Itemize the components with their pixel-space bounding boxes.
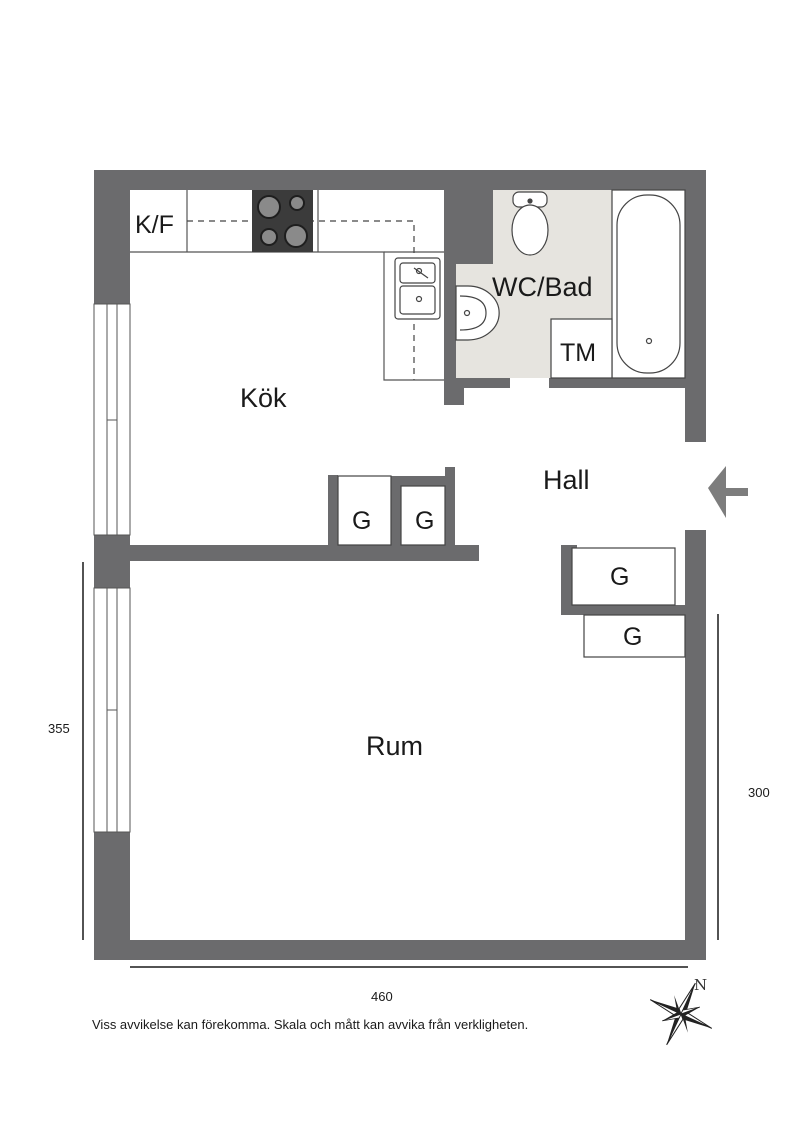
wall-top <box>94 170 706 190</box>
wall-kitchen-bath-lower <box>444 264 456 405</box>
label-closet-4: G <box>623 623 642 651</box>
wall-kitchen-room <box>130 545 479 561</box>
dim-label-bottom: 460 <box>371 989 393 1004</box>
wall-closet-mid <box>391 484 401 551</box>
wall-right-upper <box>685 170 706 442</box>
windows <box>93 303 131 833</box>
dim-label-right: 300 <box>748 785 770 800</box>
closet-2-box <box>400 485 446 546</box>
label-closet-1: G <box>352 507 371 535</box>
wall-kitchen-bath <box>444 190 493 264</box>
wall-hall-closet-bottom <box>561 605 685 615</box>
label-closet-2: G <box>415 507 434 535</box>
label-closet-3: G <box>610 563 629 591</box>
room-label-kitchen: Kök <box>240 383 287 413</box>
kitchen-sink <box>394 257 441 320</box>
entrance-arrow-icon <box>708 466 748 518</box>
wall-closet-left <box>328 475 338 551</box>
wall-bottom <box>94 940 706 960</box>
label-washing-machine: TM <box>560 339 596 367</box>
wall-bath-stub <box>455 388 464 405</box>
cooktop <box>252 190 313 252</box>
disclaimer-text: Viss avvikelse kan förekomma. Skala och … <box>92 1017 529 1032</box>
wall-bath-bottom-right <box>549 378 685 388</box>
fixture-boxes <box>337 318 686 658</box>
toilet <box>511 191 549 256</box>
wall-hall-closet-top <box>561 545 577 548</box>
room-label-room: Rum <box>366 731 423 761</box>
room-label-hall: Hall <box>543 465 590 495</box>
wall-right-lower <box>685 530 706 960</box>
washbasin <box>455 285 500 341</box>
wall-hall-closet-left <box>561 545 572 615</box>
closet-4-box <box>583 614 686 658</box>
closet-3-box <box>571 547 676 606</box>
washing-machine-box <box>550 318 613 379</box>
closet-1-box <box>337 475 392 546</box>
walls <box>94 170 706 960</box>
wall-closet-right <box>445 467 455 551</box>
dim-label-left: 355 <box>48 721 70 736</box>
compass-icon <box>649 982 713 1046</box>
wall-left-lower <box>94 832 130 960</box>
compass-north-label: N <box>694 976 707 994</box>
bathtub <box>611 189 686 379</box>
dimension-lines <box>82 562 719 968</box>
wall-bath-bottom-left <box>444 378 510 388</box>
wall-left-middle <box>94 535 130 588</box>
room-label-wc-bath: WC/Bad <box>492 272 593 302</box>
wall-closet-top <box>391 476 455 486</box>
label-fridge-freezer: K/F <box>135 211 174 239</box>
wall-left-upper <box>94 170 130 304</box>
